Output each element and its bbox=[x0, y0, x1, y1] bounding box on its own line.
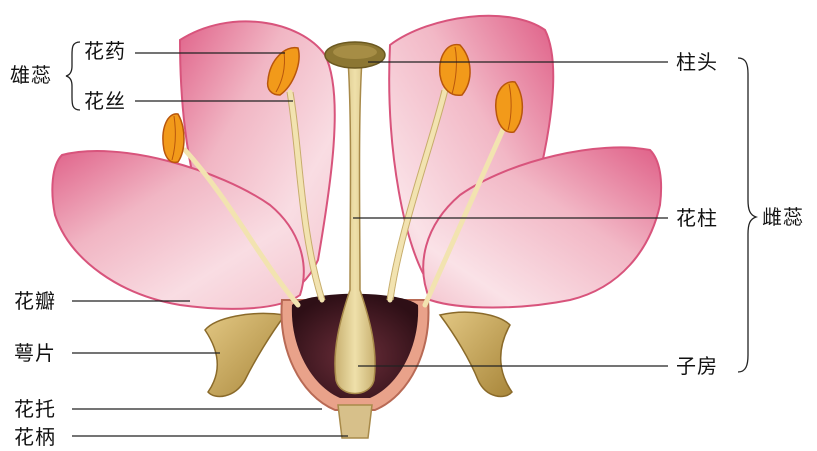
stigma-highlight bbox=[333, 45, 377, 59]
anther-3 bbox=[440, 45, 470, 96]
label-stigma: 柱头 bbox=[676, 51, 718, 73]
label-petal: 花瓣 bbox=[14, 290, 56, 312]
pedicel bbox=[338, 405, 372, 438]
label-style: 花柱 bbox=[676, 207, 718, 229]
label-receptacle: 花托 bbox=[14, 398, 56, 420]
pistil-brace bbox=[738, 58, 756, 372]
label-pistil: 雌蕊 bbox=[762, 206, 804, 228]
label-filament: 花丝 bbox=[84, 90, 126, 112]
label-stamen: 雄蕊 bbox=[10, 64, 52, 86]
sepal-right bbox=[440, 312, 512, 396]
label-pedicel: 花柄 bbox=[14, 426, 56, 448]
label-anther: 花药 bbox=[84, 40, 126, 62]
pistil-body bbox=[335, 60, 375, 394]
stamen-brace bbox=[66, 42, 80, 110]
label-sepal: 萼片 bbox=[14, 342, 56, 364]
sepal-left bbox=[205, 313, 285, 396]
label-ovary: 子房 bbox=[676, 355, 718, 377]
